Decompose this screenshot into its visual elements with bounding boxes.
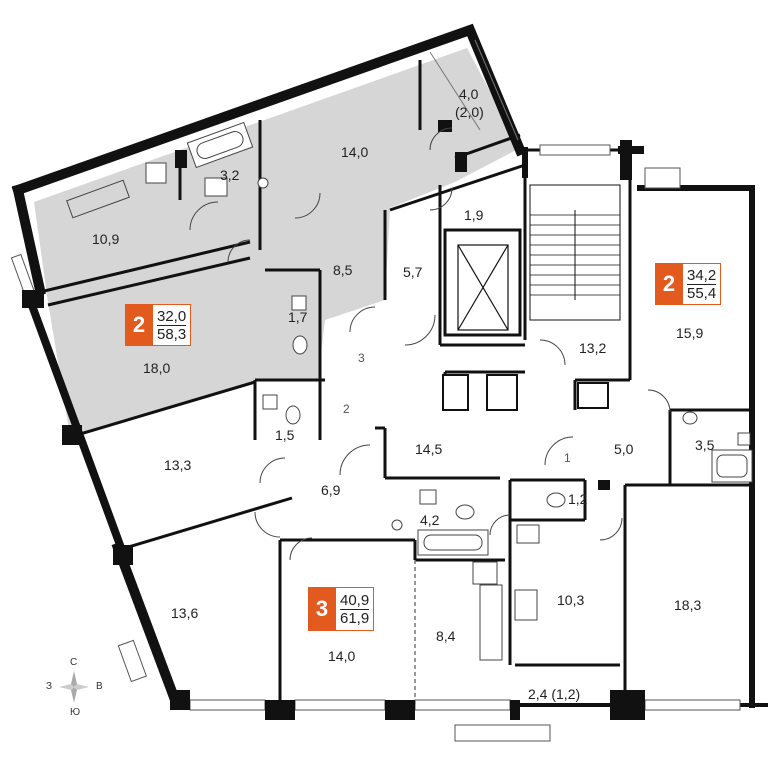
elevator-icon — [443, 228, 522, 337]
room-area-label: 6,9 — [321, 482, 341, 498]
kitchen-counter — [66, 179, 538, 661]
room-area-label: 5,7 — [403, 264, 423, 280]
room-area-label: 14,0 — [328, 648, 356, 664]
room-area-label: 5,0 — [614, 441, 634, 457]
room-area-label: 4,0 — [459, 86, 479, 102]
room-area-label: 18,3 — [674, 597, 702, 613]
room-area-label: 1,5 — [275, 427, 295, 443]
stairwell — [529, 184, 621, 321]
room-count: 2 — [125, 304, 153, 346]
balcony-railing — [429, 39, 519, 141]
sink-icon — [145, 162, 751, 585]
room-area-label: 3,5 — [695, 437, 715, 453]
total-area: 61,9 — [340, 609, 370, 627]
badge-areas: 34,2 55,4 — [683, 263, 722, 305]
room-count: 3 — [308, 587, 336, 631]
room-area-label: 10,3 — [557, 592, 585, 608]
apartment-badge[interactable]: 2 34,2 55,4 — [655, 263, 722, 305]
compass-west: З — [46, 681, 53, 692]
room-area-label: 8,4 — [436, 628, 456, 644]
room-area-label: (2,0) — [455, 104, 484, 120]
room-area-label: 13,3 — [164, 457, 192, 473]
apartment-badge[interactable]: 2 32,0 58,3 — [125, 304, 192, 346]
compass-star-icon — [59, 671, 89, 703]
badge-areas: 40,9 61,9 — [336, 587, 375, 631]
room-count: 2 — [655, 263, 683, 305]
room-area-label: 14,5 — [415, 441, 443, 457]
room-area-label: 1,7 — [288, 309, 308, 325]
doors — [189, 127, 671, 561]
bathtub-icon — [186, 121, 753, 556]
toilet-icon — [285, 335, 698, 520]
entrance-number: 2 — [343, 402, 350, 416]
room-area-label: 15,9 — [676, 325, 704, 341]
room-area-label: 18,0 — [143, 360, 171, 376]
room-area-label: 4,2 — [420, 512, 440, 528]
living-area: 34,2 — [687, 266, 717, 285]
compass-rose: С Ю З В — [46, 657, 112, 718]
total-area: 58,3 — [157, 325, 187, 343]
room-area-label: 2,4 (1,2) — [528, 686, 581, 702]
living-area: 40,9 — [340, 591, 370, 610]
room-area-label: 13,2 — [579, 340, 607, 356]
windows — [10, 144, 741, 742]
compass-south: Ю — [70, 707, 81, 718]
wall-posts — [22, 120, 645, 720]
room-area-label: 8,5 — [333, 262, 353, 278]
badge-areas: 32,0 58,3 — [153, 304, 192, 346]
compass-north: С — [70, 657, 78, 668]
room-area-label: 3,2 — [220, 167, 240, 183]
room-area-label: 1,9 — [464, 207, 484, 223]
total-area: 55,4 — [687, 284, 717, 302]
interior-walls — [39, 60, 752, 705]
living-area: 32,0 — [157, 307, 187, 326]
entrance-number: 3 — [358, 351, 365, 365]
apartment-badge[interactable]: 3 40,9 61,9 — [308, 587, 375, 631]
entrance-number: 1 — [564, 451, 571, 465]
room-area-label: 10,9 — [92, 231, 120, 247]
room-area-label: 13,6 — [171, 605, 199, 621]
room-area-label: 14,0 — [341, 144, 369, 160]
compass-east: В — [96, 681, 103, 692]
service-shafts — [442, 374, 609, 411]
room-area-label: 1,2 — [568, 491, 588, 507]
